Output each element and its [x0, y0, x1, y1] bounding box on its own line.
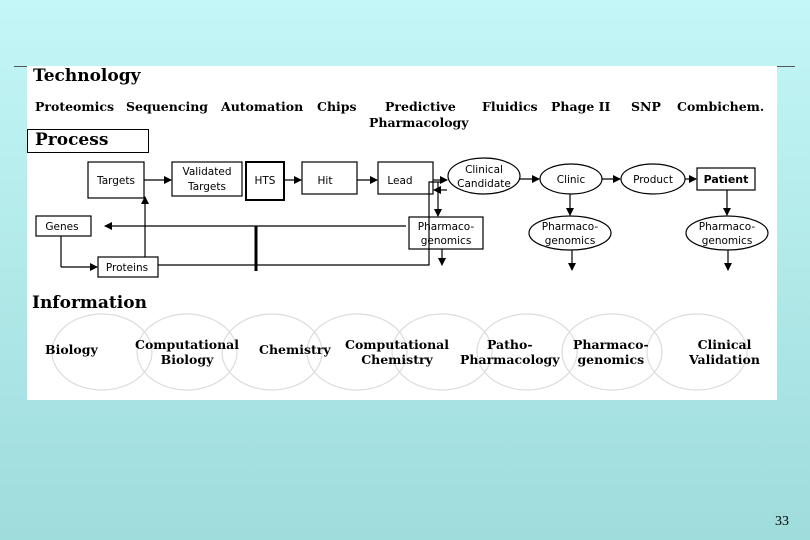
tech-snp: SNP — [631, 99, 661, 114]
patient-label: Patient — [704, 173, 749, 186]
validated-label-1: Validated — [183, 166, 232, 178]
info-chemistry: Chemistry — [259, 342, 331, 357]
tech-combichem: Combichem. — [677, 99, 765, 114]
hts-box — [245, 161, 285, 201]
hit-box — [301, 161, 358, 195]
diagram-panel: Technology Proteomics Sequencing Automat… — [27, 66, 777, 400]
pgx-ellipse-2 — [528, 215, 612, 251]
tech-sequencing: Sequencing — [126, 99, 209, 114]
technology-title: Technology — [33, 66, 141, 86]
hts-label: HTS — [255, 175, 276, 187]
pgx-ellipse-3 — [685, 215, 769, 251]
pgx3-label-2: genomics — [702, 235, 753, 247]
genes-box — [35, 215, 92, 237]
validated-label-2: Targets — [187, 181, 226, 193]
process-title-box: Process — [27, 129, 149, 153]
tech-fluidics: Fluidics — [482, 99, 538, 114]
tech-chips: Chips — [317, 99, 357, 114]
lead-label: Lead — [387, 175, 412, 187]
pgx1-label-2: genomics — [421, 235, 472, 247]
proteins-box — [97, 256, 159, 278]
top-rule-left — [14, 66, 27, 67]
lead-box — [377, 161, 434, 195]
process-flow: Targets Validated Targets HTS Hit Lead C… — [35, 157, 769, 391]
pgx3-label-1: Pharmaco- — [699, 221, 756, 233]
page-number: 33 — [775, 514, 789, 529]
rings-decoration — [51, 313, 748, 391]
tech-predictive: Predictive — [385, 99, 456, 114]
info-biology: Biology — [45, 342, 98, 357]
clinic-label: Clinic — [557, 174, 586, 186]
info-patho-pharmacology: Patho-Pharmacology — [460, 337, 560, 367]
info-pharmacogenomics: Pharmaco-genomics — [573, 337, 649, 367]
clinical-label-2: Candidate — [457, 178, 511, 190]
pgx-box-1 — [408, 216, 484, 250]
targets-label: Targets — [96, 175, 135, 187]
top-rule-right — [777, 66, 795, 67]
tech-pharmacology: Pharmacology — [369, 115, 469, 130]
clinical-label-1: Clinical — [465, 164, 503, 176]
pgx1-label-1: Pharmaco- — [418, 221, 475, 233]
proteins-label: Proteins — [106, 262, 148, 274]
validated-targets-box — [171, 161, 243, 197]
clinical-candidate-ellipse — [447, 157, 521, 195]
genes-label: Genes — [45, 221, 78, 233]
pgx2-label-1: Pharmaco- — [542, 221, 599, 233]
tech-automation: Automation — [221, 99, 304, 114]
patient-box — [696, 167, 756, 191]
pgx2-label-2: genomics — [545, 235, 596, 247]
information-title: Information — [32, 293, 147, 313]
tech-proteomics: Proteomics — [35, 99, 115, 114]
process-title: Process — [35, 130, 109, 150]
hit-label: Hit — [318, 175, 333, 187]
tech-phage: Phage II — [551, 99, 611, 114]
product-label: Product — [633, 174, 673, 186]
